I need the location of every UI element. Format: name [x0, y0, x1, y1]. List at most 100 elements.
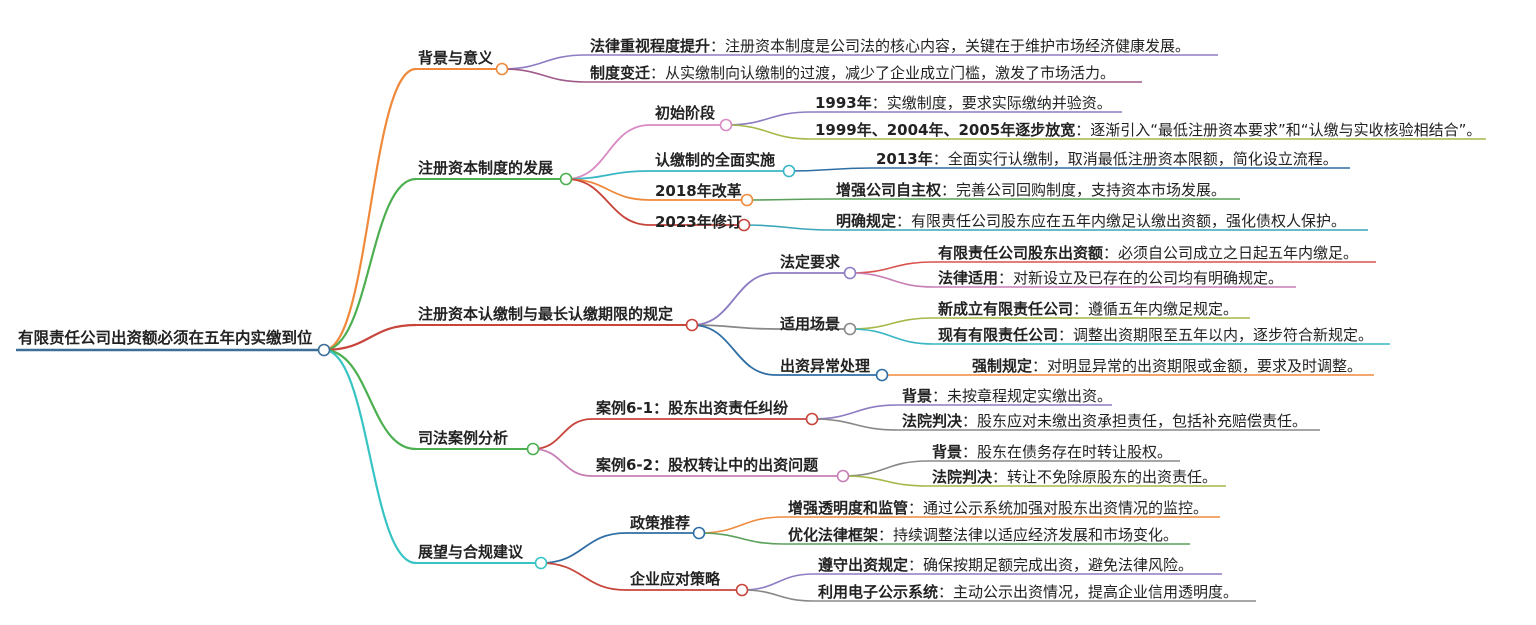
branch-topic-2: 注册资本认缴制与最长认缴期限的规定 [418, 305, 674, 323]
branch-collapse-toggle[interactable] [685, 318, 699, 332]
leaf-title: 1993年 [815, 94, 872, 112]
leaf-title: 遵守出资规定 [818, 556, 909, 574]
leaf-topic: 1993年：实缴制度，要求实际缴纳并验资。 [815, 93, 1112, 113]
subtopic-1-3: 2023年修订 [655, 213, 742, 231]
leaf-topic: 强制规定：对明显异常的出资期限或金额，要求及时调整。 [972, 356, 1362, 376]
leaf-title: 明确规定 [836, 212, 897, 230]
leaf-link [849, 261, 935, 274]
branch-collapse-toggle[interactable] [495, 62, 509, 76]
subtopic-link [565, 124, 651, 180]
leaf-description: ：遵循五年内缴足规定。 [1073, 300, 1239, 318]
leaf-link [698, 532, 785, 545]
leaf-topic: 2013年：全面实行认缴制，取消最低注册资本限额，简化设立流程。 [876, 149, 1338, 169]
leaf-description: ：主动公示出资情况，提高企业信用透明度。 [938, 583, 1239, 601]
leaf-link [725, 111, 812, 126]
subtopic-2-0: 法定要求 [780, 253, 841, 271]
branch-collapse-toggle[interactable] [559, 172, 573, 186]
subtopic-4-0: 政策推荐 [630, 514, 691, 532]
branch-link-4 [323, 348, 417, 565]
leaf-link [842, 460, 929, 477]
leaf-topic: 法律重视程度提升：注册资本制度是公司法的核心内容，关键在于维护市场经济健康发展。 [590, 36, 1190, 56]
subtopic-link [565, 178, 651, 226]
branch-topic-3: 司法案例分析 [418, 429, 509, 447]
branch-collapse-toggle[interactable] [526, 442, 540, 456]
subtopic-collapse-toggle[interactable] [692, 526, 706, 540]
leaf-topic: 1999年、2004年、2005年逐步放宽：逐渐引入“最低注册资本要求”和“认缴… [815, 120, 1481, 140]
subtopic-collapse-toggle[interactable] [843, 266, 857, 280]
leaf-title: 法律适用 [938, 269, 999, 287]
leaf-description: ：实缴制度，要求实际缴纳并验资。 [871, 94, 1112, 112]
subtopic-collapse-toggle[interactable] [782, 164, 796, 178]
leaf-title: 优化法律框架 [788, 526, 879, 544]
branch-collapse-toggle[interactable] [534, 556, 548, 570]
subtopic-2-2: 出资异常处理 [780, 357, 871, 375]
branch-topic-0: 背景与意义 [418, 49, 494, 67]
leaf-link [849, 317, 935, 330]
subtopic-link [532, 418, 593, 450]
leaf-description: ：调整出资期限至五年以内，逐步符合新规定。 [1058, 326, 1374, 344]
leaf-topic: 现有有限责任公司：调整出资期限至五年以内，逐步符合新规定。 [938, 325, 1373, 345]
leaf-title: 增强公司自主权 [836, 181, 942, 199]
subtopic-1-2: 2018年改革 [655, 182, 742, 200]
leaf-link [849, 328, 935, 345]
subtopic-1-1: 认缴制的全面实施 [655, 151, 776, 169]
leaf-title: 利用电子公示系统 [818, 583, 939, 601]
subtopic-2-1: 适用场景 [780, 315, 841, 333]
leaf-topic: 利用电子公示系统：主动公示出资情况，提高企业信用透明度。 [818, 582, 1238, 602]
leaf-topic: 法院判决：股东应对未缴出资承担责任，包括补充赔偿责任。 [902, 411, 1307, 431]
subtopic-link [565, 170, 651, 180]
leaf-description: ：确保按期足额完成出资，避免法律风险。 [908, 556, 1194, 574]
leaf-title: 制度变迁 [590, 64, 651, 82]
subtopic-collapse-toggle[interactable] [719, 118, 733, 132]
leaf-link [811, 404, 899, 420]
leaf-link [811, 418, 899, 431]
leaf-topic: 背景：股东在债务存在时转让股权。 [932, 442, 1172, 462]
subtopic-link [691, 272, 777, 326]
leaf-description: ：对明显异常的出资期限或金额，要求及时调整。 [1032, 357, 1363, 375]
subtopic-link [540, 532, 627, 564]
subtopic-collapse-toggle[interactable] [875, 368, 889, 382]
leaf-description: ：持续调整法律以适应经济发展和市场变化。 [878, 526, 1179, 544]
leaf-topic: 明确规定：有限责任公司股东应在五年内缴足认缴出资额，强化债权人保护。 [836, 211, 1346, 231]
subtopic-link [691, 324, 777, 376]
leaf-topic: 法律适用：对新设立及已存在的公司均有明确规定。 [938, 268, 1283, 288]
subtopic-3-0: 案例6-1：股东出资责任纠纷 [596, 399, 789, 417]
leaf-link [698, 516, 785, 534]
leaf-link [743, 224, 833, 231]
subtopic-collapse-toggle[interactable] [735, 583, 749, 597]
leaf-title: 法院判决 [902, 412, 963, 430]
leaf-topic: 遵守出资规定：确保按期足额完成出资，避免法律风险。 [818, 555, 1193, 575]
subtopic-link [532, 448, 593, 477]
leaf-topic: 有限责任公司股东出资额：必须自公司成立之日起五年内缴足。 [938, 243, 1358, 263]
leaf-description: ：完善公司回购制度，支持资本市场发展。 [941, 181, 1227, 199]
subtopic-collapse-toggle[interactable] [737, 218, 751, 232]
leaf-description: ：转让不免除原股东的出资责任。 [992, 468, 1218, 486]
subtopic-collapse-toggle[interactable] [843, 322, 857, 336]
leaf-link [746, 198, 833, 201]
subtopic-4-1: 企业应对策略 [630, 570, 721, 588]
leaf-link [501, 54, 587, 70]
leaf-title: 有限责任公司股东出资额 [938, 244, 1104, 262]
leaf-topic: 背景：未按章程规定实缴出资。 [902, 386, 1112, 406]
branch-topic-4: 展望与合规建议 [418, 543, 524, 561]
subtopic-collapse-toggle[interactable] [740, 193, 754, 207]
leaf-link [788, 167, 873, 172]
leaf-link [741, 573, 815, 591]
leaf-description: ：对新设立及已存在的公司均有明确规定。 [998, 269, 1284, 287]
leaf-title: 现有有限责任公司 [938, 326, 1059, 344]
branch-topic-1: 注册资本制度的发展 [418, 159, 554, 177]
leaf-title: 背景 [932, 443, 963, 461]
branch-link-0 [323, 67, 417, 352]
subtopic-collapse-toggle[interactable] [836, 469, 850, 483]
leaf-title: 法律重视程度提升 [590, 37, 711, 55]
leaf-description: ：未按章程规定实缴出资。 [932, 387, 1113, 405]
leaf-link [842, 475, 929, 487]
leaf-link [725, 124, 812, 140]
leaf-description: ：必须自公司成立之日起五年内缴足。 [1103, 244, 1359, 262]
leaf-topic: 法院判决：转让不免除原股东的出资责任。 [932, 467, 1217, 487]
leaf-description: ：注册资本制度是公司法的核心内容，关键在于维护市场经济健康发展。 [710, 37, 1191, 55]
leaf-description: ：股东在债务存在时转让股权。 [962, 443, 1173, 461]
root-collapse-toggle[interactable] [317, 343, 331, 357]
subtopic-collapse-toggle[interactable] [805, 412, 819, 426]
subtopic-link [540, 562, 627, 591]
